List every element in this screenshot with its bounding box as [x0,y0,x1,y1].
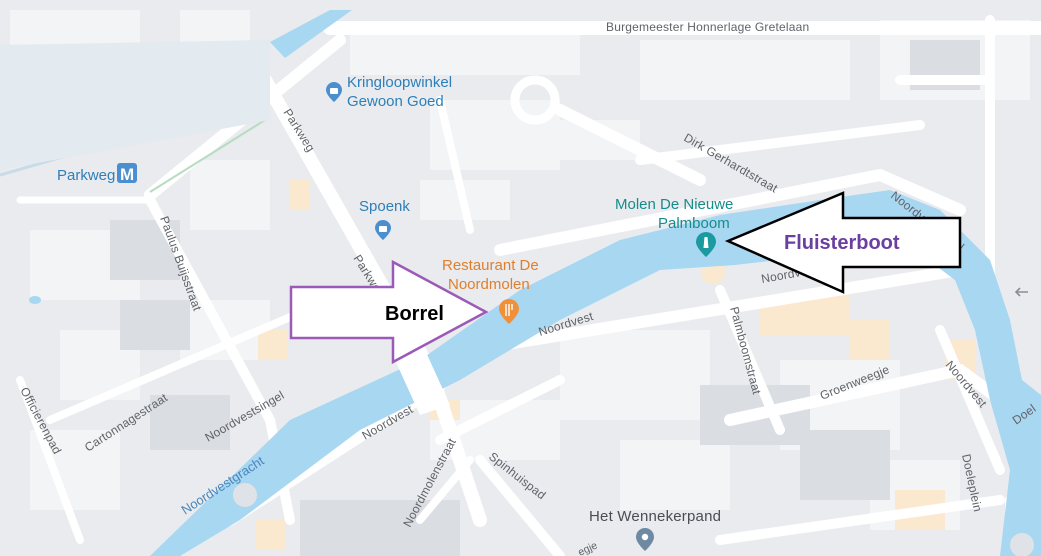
poi-wennekerpand[interactable]: Het Wennekerpand [589,508,721,551]
svg-text:M: M [120,165,134,184]
poi-kringloopwinkel[interactable]: Kringloopwinkel Gewoon Goed [326,74,452,110]
roundabout [510,75,560,125]
poi-wennekerpand-label: Het Wennekerpand [589,508,721,525]
metro-station-label: Parkweg [57,167,115,184]
poi-molen-line2: Palmboom [658,215,730,232]
poi-restaurant-noordmolen[interactable]: Restaurant De Noordmolen [442,257,539,324]
poi-molen-palmboom[interactable]: Molen De Nieuwe Palmboom [615,196,733,257]
poi-parkweg-metro[interactable]: Parkweg M [57,163,137,184]
monument-pin-icon [696,232,716,257]
arrow-left-small-icon [1014,287,1028,297]
poi-kringloop-line1: Kringloopwinkel [347,74,452,91]
poi-restaurant-line2: Noordmolen [448,276,530,293]
poi-molen-line1: Molen De Nieuwe [615,196,733,213]
bridges [233,350,1034,556]
street-burgemeester: Burgemeester Honnerlage Gretelaan [606,20,809,34]
roads [16,15,1041,556]
fork-knife-pin-icon [499,299,519,324]
shopping-bag-pin-icon [326,82,342,102]
poi-kringloop-line2: Gewoon Goed [347,93,444,110]
fluisterboot-arrow [724,191,962,294]
poi-spoenk[interactable]: Spoenk [359,198,410,240]
borrel-label: Borrel [385,303,444,325]
fluisterboot-label: Fluisterboot [784,232,900,254]
shopping-bag-pin-icon [375,220,391,240]
metro-station-icon: M [117,163,137,184]
poi-spoenk-label: Spoenk [359,198,410,215]
green-strip [149,119,266,193]
borrel-arrow [289,259,489,365]
fluisterboot-annotation: Fluisterboot [724,191,962,294]
poi-restaurant-line1: Restaurant De [442,257,539,274]
borrel-annotation: Borrel [289,259,489,365]
place-pin-icon [636,528,654,551]
